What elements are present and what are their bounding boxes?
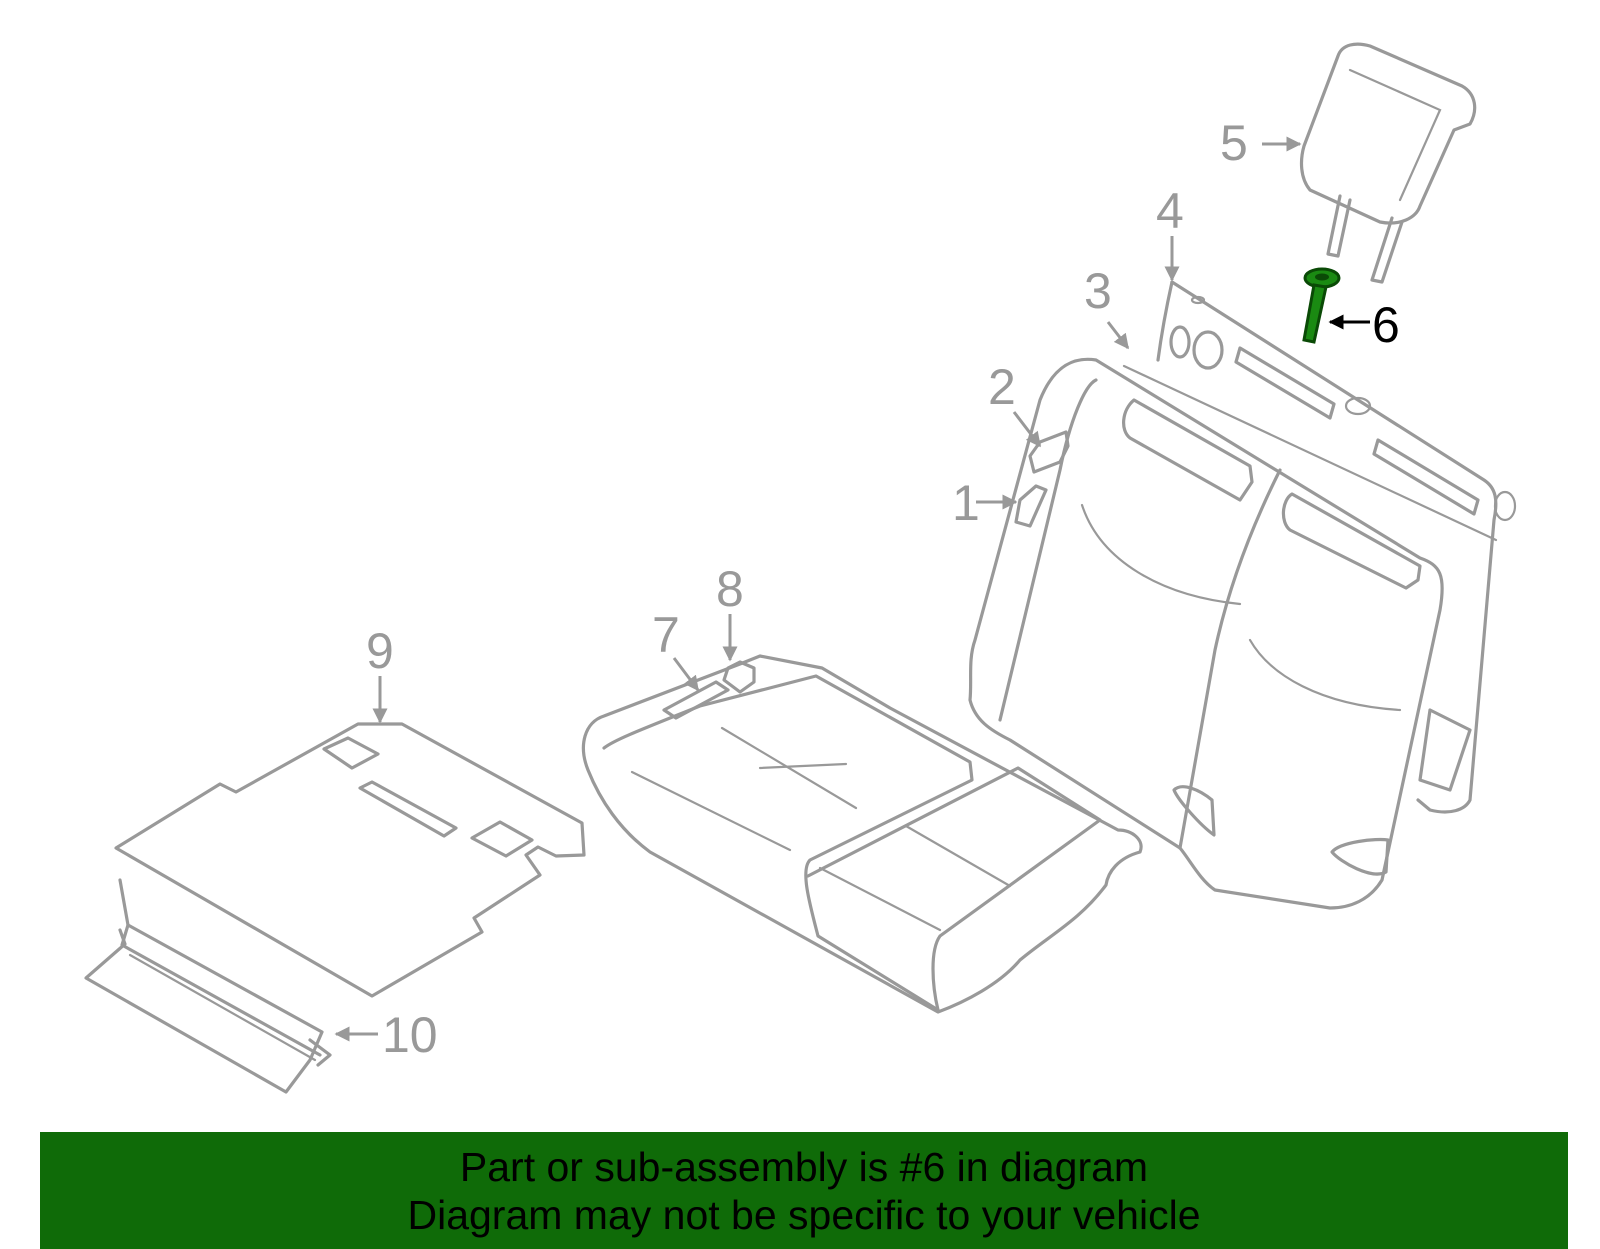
part-9-seat-frame-pan bbox=[114, 722, 586, 998]
callout-1: 1 bbox=[952, 475, 980, 531]
part-1-handle-bezel bbox=[1014, 484, 1048, 528]
callout-7: 7 bbox=[652, 607, 680, 663]
callout-3: 3 bbox=[1084, 263, 1112, 319]
part-6-headrest-guide bbox=[1302, 267, 1341, 344]
part-3-seat-back-cushion bbox=[968, 357, 1444, 910]
part-5-headrest bbox=[1299, 42, 1477, 284]
callout-8: 8 bbox=[716, 561, 744, 617]
callout-6: 6 bbox=[1372, 297, 1400, 353]
part-4-back-panel bbox=[1122, 280, 1517, 814]
leader-lines bbox=[334, 136, 1370, 1042]
seat-cushion bbox=[581, 654, 1143, 1014]
callout-5: 5 bbox=[1220, 115, 1248, 171]
banner-line-part: Part or sub-assembly is #6 in diagram bbox=[459, 1144, 1149, 1190]
banner-line-disclaimer: Diagram may not be specific to your vehi… bbox=[407, 1192, 1201, 1238]
callout-10: 10 bbox=[382, 1007, 438, 1063]
callout-9: 9 bbox=[366, 623, 394, 679]
callout-2: 2 bbox=[988, 359, 1016, 415]
part-10-trim-panel bbox=[84, 878, 332, 1094]
part-8-latch-cover bbox=[722, 660, 756, 694]
part-7-bezel bbox=[662, 680, 730, 720]
info-banner: Part or sub-assembly is #6 in diagram Di… bbox=[40, 1132, 1568, 1249]
callout-4: 4 bbox=[1156, 183, 1184, 239]
